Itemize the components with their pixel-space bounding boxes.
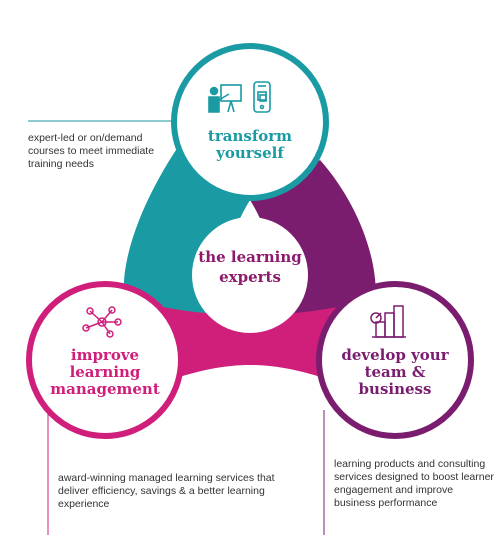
network-nodes-icon xyxy=(82,306,122,338)
center-circle xyxy=(192,217,308,333)
transform-circle xyxy=(171,43,329,201)
presentation-board-icon xyxy=(208,84,242,113)
improve-circle xyxy=(26,281,184,439)
mobile-device-icon xyxy=(253,81,271,113)
transform-title: transform yourself xyxy=(207,127,293,162)
develop-description: learning products and consulting service… xyxy=(334,458,494,509)
improve-title: improve learning management xyxy=(50,346,160,398)
develop-circle xyxy=(316,281,474,439)
center-title: the learning experts xyxy=(195,247,305,287)
transform-description: expert-led or on/demand courses to meet … xyxy=(28,132,155,170)
develop-title: develop your team & business xyxy=(341,346,449,398)
center-title-text: the learning experts xyxy=(198,248,302,286)
growth-chart-icon xyxy=(370,305,406,338)
magenta-lobe xyxy=(135,300,365,380)
improve-description: award-winning managed learning services … xyxy=(58,472,275,510)
